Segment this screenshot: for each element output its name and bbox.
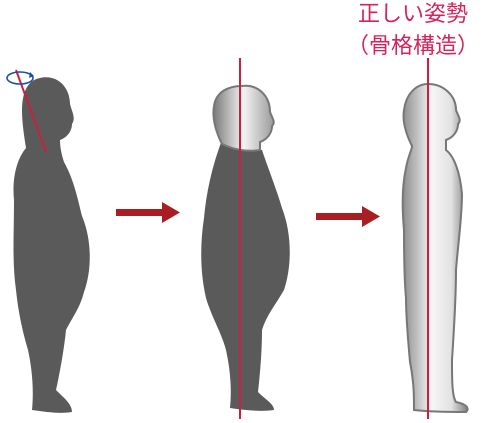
figure-correct [403, 58, 468, 419]
caption-subtitle: （骨格構造） [338, 34, 488, 60]
figure-improving-head [213, 86, 273, 151]
figure-slouched [7, 70, 90, 413]
right-arrow-icon [116, 202, 180, 223]
caption-title: 正しい姿勢 [338, 2, 488, 28]
figure-correct-body [403, 84, 468, 412]
figure-slouched-body [14, 77, 90, 413]
figure-improving-body [201, 140, 290, 411]
right-arrow-icon [316, 206, 380, 227]
figure-improving [201, 58, 290, 419]
